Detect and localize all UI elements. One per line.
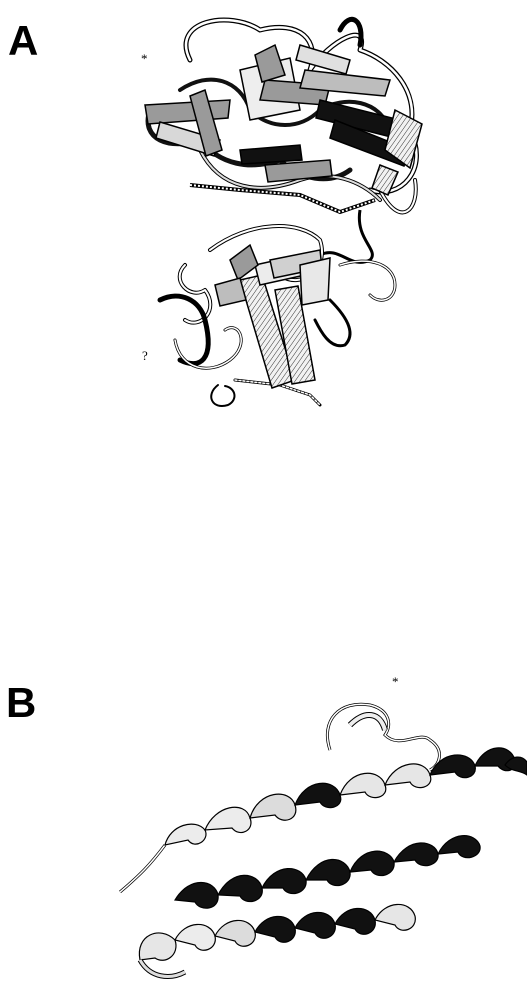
lower-domain-strands: [215, 245, 330, 388]
upper-helix: [165, 748, 527, 845]
linker-coils: [190, 185, 375, 262]
lower-helix: [139, 904, 415, 960]
middle-helix: [175, 836, 480, 909]
panel-b: B *: [0, 640, 527, 983]
protein-structure-b: [0, 640, 527, 983]
protein-structure-a: [0, 0, 527, 460]
loop-coil: [327, 704, 439, 770]
upper-domain-strands: [145, 45, 422, 195]
terminal-tail: [120, 845, 165, 892]
panel-a: A * ?: [0, 0, 527, 460]
